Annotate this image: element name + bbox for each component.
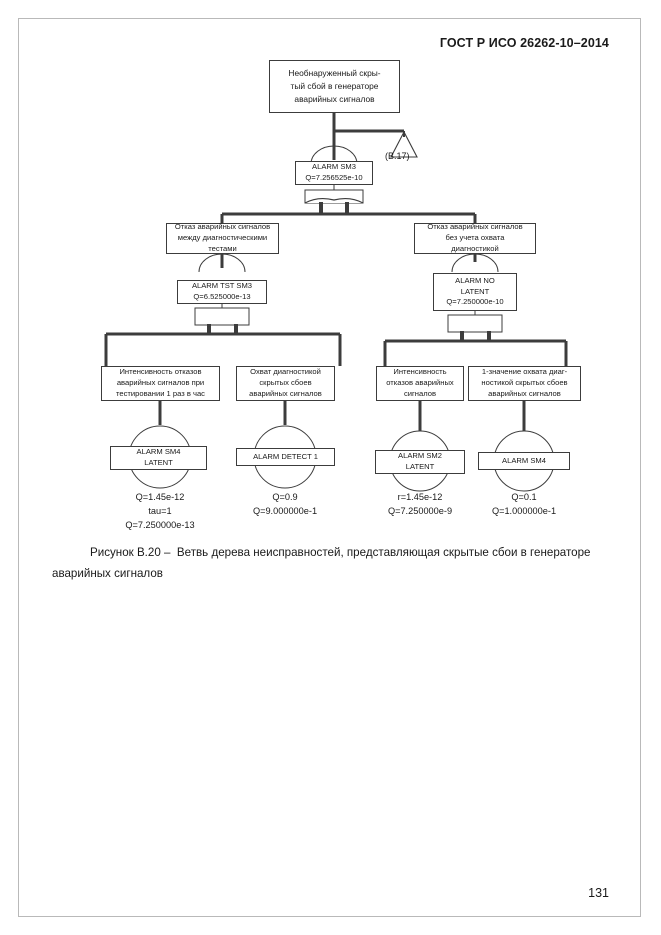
caption-lead: Рисунок В.20 – — [90, 546, 171, 559]
basic-event-alarm-sm2-latent[interactable]: ALARM SM2 LATENT — [375, 450, 465, 474]
basic-event-alarm-sm4-latent[interactable]: ALARM SM4 LATENT — [110, 446, 207, 470]
figure-caption: Рисунок В.20 – Ветвь дерева неисправност… — [52, 542, 612, 585]
transfer-tag-b17: (В.17) — [385, 151, 410, 161]
fault-tree-connectors — [104, 113, 568, 492]
top-event-node[interactable]: Необнаруженный скры- тый сбой в генерато… — [269, 60, 400, 113]
descriptor-node-one-minus-coverage[interactable]: 1-значение охвата диаг- ностикой скрытых… — [468, 366, 581, 401]
values-basic-event-4: Q=0.1 Q=1.000000e-1 — [491, 492, 557, 516]
caption-body: Ветвь дерева неисправностей, представляю… — [52, 546, 591, 581]
gate-node-alarm-tst-sm3[interactable]: ALARM TST SM3 Q=6.525000e-13 — [177, 280, 267, 304]
descriptor-node-failure-rate-test[interactable]: Интенсивность отказов аварийных сигналов… — [101, 366, 220, 401]
gate-node-alarm-sm3[interactable]: ALARM SM3 Q=7.256525e-10 — [295, 161, 373, 185]
values-basic-event-1: Q=1.45e-12 tau=1 Q=7.250000e-13 — [125, 492, 195, 530]
basic-event-alarm-detect-1[interactable]: ALARM DETECT 1 — [236, 448, 335, 466]
standard-header: ГОСТ Р ИСО 26262-10–2014 — [439, 36, 609, 50]
descriptor-node-diagnostic-coverage[interactable]: Охват диагностикой скрытых сбоев аварийн… — [236, 366, 335, 401]
values-basic-event-3: r=1.45e-12 Q=7.250000e-9 — [387, 492, 453, 516]
descriptor-node-failure-rate[interactable]: Интенсивность отказов аварийных сигналов — [376, 366, 464, 401]
intermediate-node-left[interactable]: Отказ аварийных сигналов между диагности… — [166, 222, 279, 254]
basic-event-alarm-sm4[interactable]: ALARM SM4 — [478, 452, 570, 470]
page-number: 131 — [588, 886, 609, 900]
intermediate-node-right[interactable]: Отказ аварийных сигналов без учета охват… — [414, 222, 536, 254]
values-basic-event-2: Q=0.9 Q=9.000000e-1 — [252, 492, 318, 516]
gate-node-alarm-no-latent[interactable]: ALARM NO LATENT Q=7.250000e-10 — [433, 273, 517, 311]
